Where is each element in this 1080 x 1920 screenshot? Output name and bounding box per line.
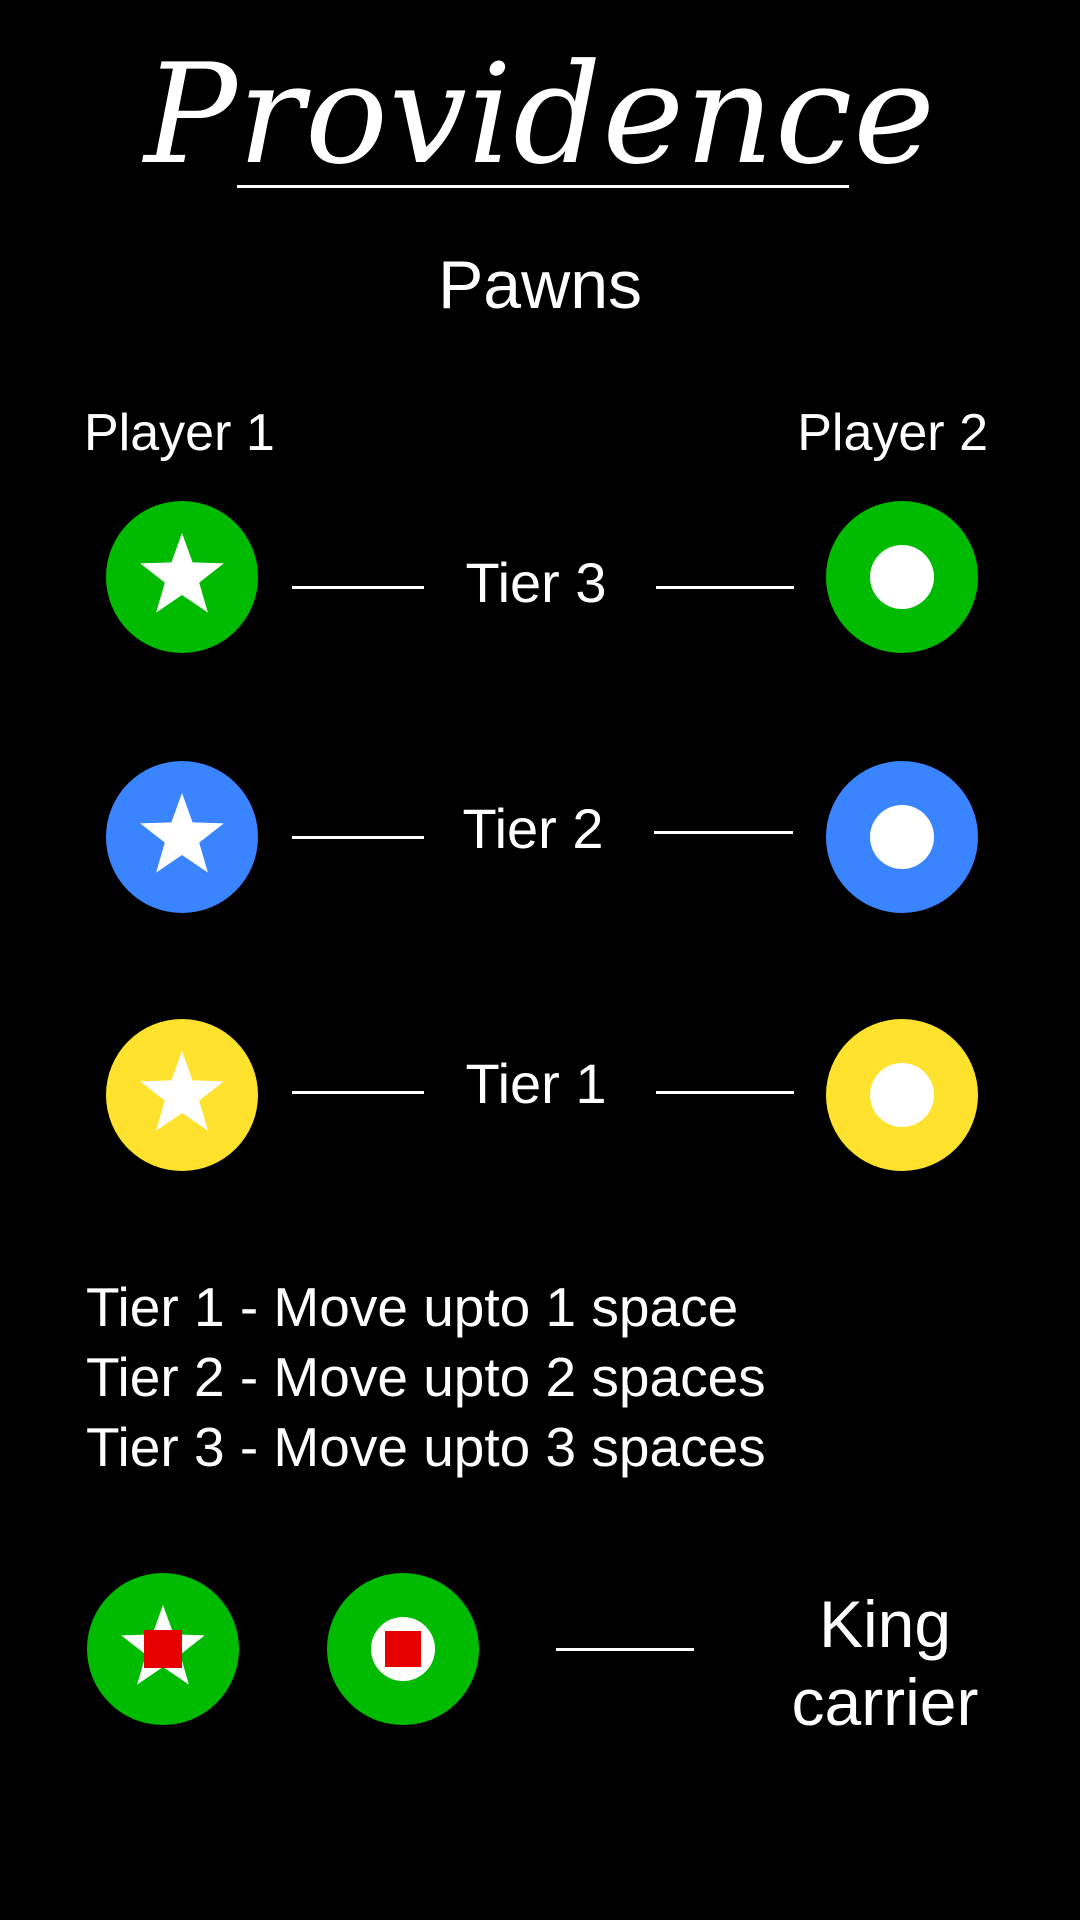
- section-heading: Pawns: [437, 247, 643, 323]
- square-icon: [144, 1630, 182, 1668]
- rule-tier-1: Tier 1 - Move upto 1 space: [86, 1276, 739, 1338]
- ring-icon: [870, 805, 934, 869]
- player-1-king-carrier: [87, 1573, 239, 1725]
- rule-tier-3: Tier 3 - Move upto 3 spaces: [86, 1416, 766, 1478]
- star-icon: [140, 1051, 224, 1131]
- player-1-tier-1-pawn: [106, 1019, 258, 1171]
- title-underline: [237, 185, 849, 188]
- ring-icon: [870, 545, 934, 609]
- player-1-label: Player 1: [84, 404, 275, 462]
- star-icon: [140, 533, 224, 613]
- game-title: Providence: [144, 34, 936, 195]
- player-2-tier-1-pawn: [826, 1019, 978, 1171]
- player-2-label: Player 2: [797, 404, 988, 462]
- player-2-tier-2-pawn: [826, 761, 978, 913]
- king-label-line-1: King: [818, 1587, 952, 1661]
- connector-line: [556, 1648, 694, 1651]
- tier-3-label: Tier 3: [465, 551, 607, 614]
- player-1-tier-2-pawn: [106, 761, 258, 913]
- player-1-tier-3-pawn: [106, 501, 258, 653]
- connector-line: [656, 1091, 794, 1094]
- king-carrier-label: King carrier: [770, 1585, 1000, 1741]
- king-label-line-2: carrier: [791, 1665, 979, 1739]
- ring-icon: [870, 1063, 934, 1127]
- connector-line: [656, 586, 794, 589]
- tier-2-label: Tier 2: [462, 797, 604, 860]
- connector-line: [292, 836, 424, 839]
- player-2-king-carrier: [327, 1573, 479, 1725]
- tier-1-label: Tier 1: [465, 1052, 607, 1115]
- movement-rules: Tier 1 - Move upto 1 space Tier 2 - Move…: [86, 1272, 766, 1482]
- connector-line: [292, 586, 424, 589]
- rule-tier-2: Tier 2 - Move upto 2 spaces: [86, 1346, 766, 1408]
- connector-line: [292, 1091, 424, 1094]
- connector-line: [654, 831, 793, 834]
- square-icon: [385, 1631, 421, 1667]
- player-2-tier-3-pawn: [826, 501, 978, 653]
- star-icon: [140, 793, 224, 873]
